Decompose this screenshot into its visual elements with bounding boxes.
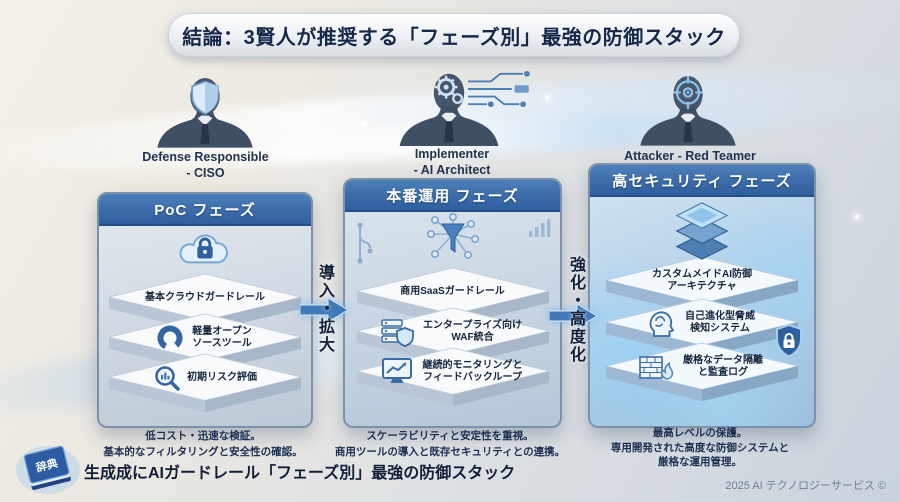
credit-text: 2025 AI テクノロジーサービス © [725, 480, 886, 492]
target-face-icon [673, 76, 703, 109]
caption-line: 低コスト・迅速な検証。 [145, 430, 261, 442]
page-title: 結論：3賢人が推奨する「フェーズ別」最強の防御スタック [182, 26, 726, 49]
cloud-lock-icon [176, 228, 234, 270]
persona-role: Implementer [414, 147, 490, 161]
phase-panel-poc: PoC フェーズ 基本クラウドガードレール [97, 192, 313, 428]
redteamer-silhouette [633, 72, 743, 151]
caption-line: スケーラビリティと安定性を重視。 [366, 430, 534, 442]
persona-role: Attacker - Red Teamer [624, 149, 756, 163]
panel-header: 本番運用 フェーズ [345, 180, 560, 212]
persona-title: - CISO [186, 166, 225, 181]
layer-stack-icon [670, 201, 734, 261]
flow-arrow-icon [299, 297, 349, 328]
panel-title: PoC フェーズ [154, 201, 256, 219]
title-banner: 結論：3賢人が推奨する「フェーズ別」最強の防御スタック [168, 13, 740, 57]
flow-label-expand: 導入・拡大 [316, 264, 333, 354]
shield-lock-icon [774, 323, 804, 359]
stack-layer: 継続的モニタリングとフィードバックループ [355, 346, 551, 408]
shield-face-icon [191, 80, 219, 115]
risk-magnifier-icon [153, 364, 181, 402]
layer-label: 継続的モニタリングとフィードバックループ [422, 359, 523, 384]
stack-layer: エンタープライズ向けWAF統合 [355, 306, 551, 368]
panel-header: 高セキュリティ フェーズ [590, 165, 814, 197]
phase-panel-production: 本番運用 フェーズ [343, 178, 562, 428]
persona-role: Defense Responsible [142, 150, 269, 164]
flow-label-strengthen: 強化・高度化 [567, 256, 584, 364]
layer-label: 商用SaaSガードレール [400, 285, 505, 297]
ciso-silhouette [150, 74, 260, 153]
sparkle-decoration [362, 122, 366, 126]
caption-production: スケーラビリティと安定性を重視。 商用ツールの導入と既存セキュリティとの連携。 [325, 429, 575, 461]
architect-silhouette [392, 70, 582, 151]
circuit-lines-icon [468, 70, 530, 108]
dictionary-book-icon: 辞典 [14, 440, 82, 502]
panel-title: 本番運用 フェーズ [386, 187, 519, 205]
layer-label: 初期リスク評価 [187, 371, 257, 383]
layer-label: 基本クラウドガードレール [145, 291, 265, 303]
caption-line: 最高レベルの保護。 [652, 427, 748, 439]
funnel-network-icon [426, 212, 480, 264]
firewall-flame-icon [638, 352, 674, 392]
flow-arrow-icon [548, 303, 598, 334]
mini-chart-icon [528, 218, 552, 238]
caption-line: 専用開発された高度な防御システムと [610, 441, 790, 454]
stack-layer: 厳格なデータ隔離と監査ログ [604, 341, 800, 403]
branch-decoration-icon [352, 220, 374, 266]
panel-header: PoC フェーズ [99, 194, 311, 226]
gear-circuit-icon [434, 75, 463, 104]
caption-high-security: 最高レベルの保護。 専用開発された高度な防御システムと 厳格な運用管理。 [578, 426, 822, 470]
sparkle-decoration [855, 215, 859, 219]
persona-label-ciso: Defense Responsible - CISO [128, 149, 283, 182]
monitor-chart-icon [380, 357, 414, 397]
caption-poc: 低コスト・迅速な検証。 基本的なフィルタリングと安全性の確認。 [70, 429, 336, 461]
persona-label-architect: Implementer - AI Architect [377, 146, 527, 179]
footer-title: 生成成にAIガードレール「フェーズ別」最強の防御スタック [84, 465, 516, 482]
persona-title: - AI Architect [413, 163, 491, 178]
persona-label-redteamer: Attacker - Red Teamer [605, 148, 775, 164]
phase-panel-high-security: 高セキュリティ フェーズ カスタムメイドAI防御アーキテクチャ [588, 163, 816, 428]
caption-line: 商用ツールの導入と既存セキュリティとの連携。 [334, 445, 566, 458]
panel-title: 高セキュリティ フェーズ [612, 172, 792, 190]
caption-line: 厳格な運用管理。 [658, 456, 742, 469]
layer-label: 厳格なデータ隔離と監査ログ [683, 354, 763, 379]
stack-layer: 初期リスク評価 [107, 352, 303, 414]
caption-line: 基本的なフィルタリングと安全性の確認。 [103, 445, 303, 458]
